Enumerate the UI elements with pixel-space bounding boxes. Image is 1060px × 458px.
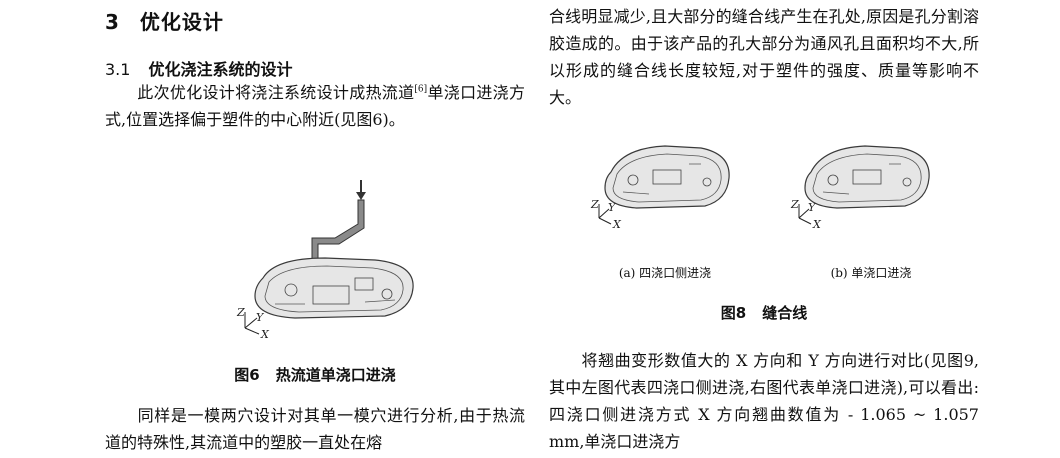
figure-8a-weld-lines-four-gate: Z Y X [590,145,730,231]
paragraph-text-a: 此次优化设计将浇注系统设计成热流道 [137,83,415,102]
axis-x-label: X [260,328,270,341]
figure-8-title: 缝合线 [762,304,808,322]
paragraph-warpage-text: 将翘曲变形数值大的 X 方向和 Y 方向进行对比(见图9,其中左图代表四浇口侧进… [549,351,979,451]
left-column: 3 优化设计 3.1 优化浇注系统的设计 此次优化设计将浇注系统设计成热流道[6]单… [105,0,525,458]
molded-part-b-icon [804,145,930,209]
axis-a-z-label: Z [590,198,599,211]
axis-triad-a-icon: Z Y X [590,198,622,231]
subsection-number: 3.1 [105,60,131,79]
paragraph-warpage: 将翘曲变形数值大的 X 方向和 Y 方向进行对比(见图9,其中左图代表四浇口侧进… [549,347,979,455]
figure-8b-subcaption: (b) 单浇口进浇 [830,266,912,280]
paragraph-weld-lines: 合线明显减少,且大部分的缝合线产生在孔处,原因是孔分割溶胶造成的。由于该产品的孔… [549,3,979,111]
axis-a-y-label: Y [608,201,617,214]
axis-b-y-label: Y [808,201,817,214]
axis-triad-b-icon: Z Y X [790,198,822,231]
right-column: 合线明显减少,且大部分的缝合线产生在孔处,原因是孔分割溶胶造成的。由于该产品的孔… [549,0,979,458]
paragraph-hot-runner: 此次优化设计将浇注系统设计成热流道[6]单浇口进浇方式,位置选择偏于塑件的中心附… [105,79,525,133]
molded-part-icon [254,257,414,319]
figure-6-label: 图6 [234,366,260,384]
axis-z-label: Z [236,306,245,319]
reference-marker: [6] [414,84,428,95]
paragraph-weld-lines-text: 合线明显减少,且大部分的缝合线产生在孔处,原因是孔分割溶胶造成的。由于该产品的孔… [549,7,979,107]
axis-triad-icon: Z Y X [236,306,270,341]
figure-6-caption: 图6 热流道单浇口进浇 [105,364,525,385]
molded-part-a-icon [604,145,730,209]
axis-b-z-label: Z [790,198,799,211]
paragraph-text-b: 单 [427,83,444,102]
subsection-heading: 3.1 优化浇注系统的设计 [105,56,292,80]
axis-a-x-label: X [612,218,622,231]
subsection-title: 优化浇注系统的设计 [148,60,293,79]
figure-8-caption: 图8 缝合线 [549,302,979,323]
section-title: 优化设计 [139,10,224,34]
figure-8a-subcaption: (a) 四浇口侧进浇 [618,266,712,280]
paragraph-analysis-text: 同样是一模两穴设计对其单一模穴进行分析,由于热流道的特殊性,其流道中的塑胶一直处… [105,406,525,452]
figure-8-label: 图8 [720,304,747,322]
axis-b-x-label: X [812,218,822,231]
figure-6-title: 热流道单浇口进浇 [275,366,396,384]
paragraph-analysis: 同样是一模两穴设计对其单一模穴进行分析,由于热流道的特殊性,其流道中的塑胶一直处… [105,402,525,456]
section-number: 3 [105,10,120,34]
axis-y-label: Y [256,311,265,324]
section-heading: 3 优化设计 [105,6,224,35]
figure-8b-weld-lines-single-gate: Z Y X [790,145,930,231]
figure-6-hot-runner-diagram: Z Y X [236,180,414,341]
paragraph-text-c: 浇口进浇方式,位置选择偏于塑件的中心附近(见图6)。 [105,83,525,129]
